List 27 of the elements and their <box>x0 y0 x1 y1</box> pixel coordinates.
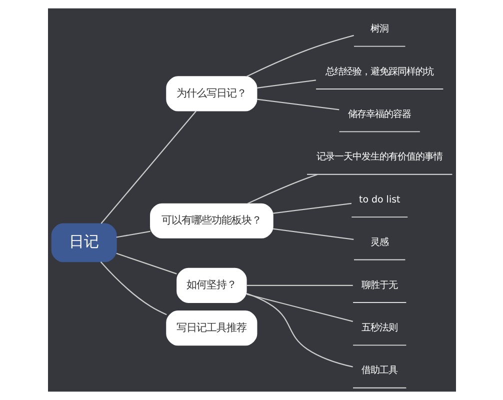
connector <box>272 228 354 240</box>
node-text: 树洞 <box>370 24 388 35</box>
node-text: 总结经验，避免踩同样的坑 <box>325 66 434 78</box>
connector <box>116 252 176 274</box>
connector <box>100 262 166 316</box>
connector <box>246 34 354 78</box>
node-text: 五秒法则 <box>361 322 398 334</box>
node-text: 记录一天中发生的有价值的事情 <box>316 152 442 163</box>
connector <box>246 292 352 368</box>
connector <box>116 230 150 238</box>
node-box: 写日记工具推荐 <box>166 310 257 346</box>
connector <box>256 98 339 110</box>
node-text: 借助工具 <box>361 365 398 376</box>
connector <box>246 284 352 286</box>
node-text: 储存幸福的容器 <box>348 108 411 120</box>
connector <box>246 174 318 204</box>
connector <box>256 80 316 88</box>
connector <box>246 294 352 322</box>
node-box: 为什么写日记？ <box>166 76 257 112</box>
connector <box>100 110 196 224</box>
node-box: 可以有哪些功能板块？ <box>150 203 273 238</box>
node-text: 灵感 <box>370 237 388 248</box>
connector <box>272 202 352 214</box>
node-box: 如何坚持？ <box>176 268 246 303</box>
node-text: 聊胜于无 <box>361 280 398 291</box>
node-box: 日记 <box>50 223 116 262</box>
node-text: to do list <box>358 194 400 206</box>
